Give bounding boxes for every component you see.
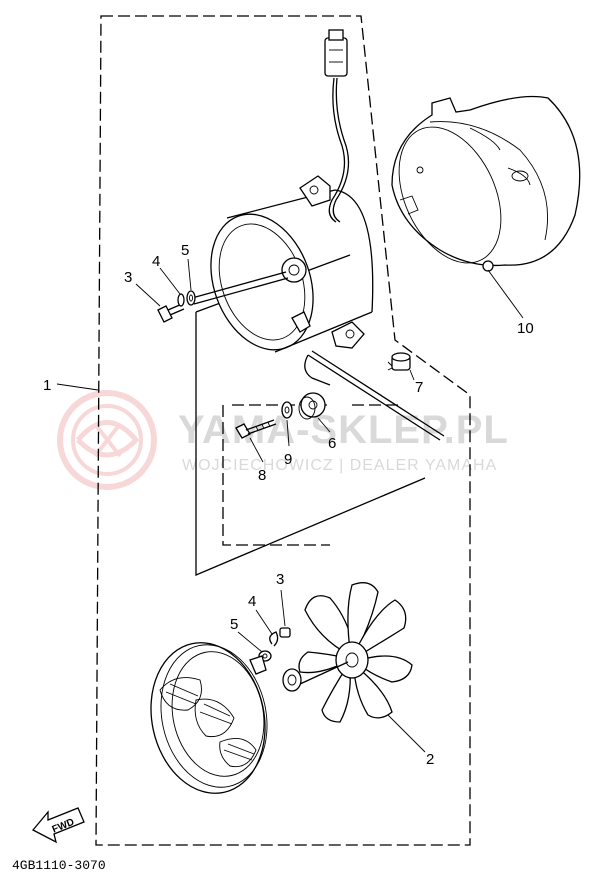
leader-5-lower xyxy=(237,631,263,653)
leader-4-lower xyxy=(255,609,273,635)
fwd-arrow-icon: FWD xyxy=(31,807,85,844)
callout-5-lower: 5 xyxy=(230,616,238,633)
stay-rod xyxy=(304,350,445,441)
leader-3-upper xyxy=(135,283,161,307)
leader-3-lower xyxy=(280,589,286,627)
part-5-washer-upper xyxy=(186,290,196,306)
part-3-screw-upper xyxy=(157,303,185,323)
leader-1 xyxy=(56,383,99,391)
callout-4-upper: 4 xyxy=(152,253,160,270)
part-3-screw-lower xyxy=(279,627,291,638)
leader-5-upper xyxy=(187,258,192,291)
callout-4-lower: 4 xyxy=(248,593,256,610)
callout-6: 6 xyxy=(328,435,336,452)
part-6-grommet xyxy=(298,392,326,420)
watermark-title: YAMA-SKLEP.PL xyxy=(178,408,509,452)
diagram-code: 4GB1110-3070 xyxy=(12,858,106,873)
callout-3-lower: 3 xyxy=(276,571,284,588)
wire-harness xyxy=(324,29,350,223)
callout-9: 9 xyxy=(284,451,292,468)
fan-nut xyxy=(282,668,302,692)
brand-logo xyxy=(57,390,157,490)
leader-9 xyxy=(286,419,290,447)
callout-10: 10 xyxy=(517,320,534,337)
callout-1: 1 xyxy=(43,377,51,394)
fan-grille xyxy=(150,642,268,794)
watermark: YAMA-SKLEP.PL WOJCIECHOWICZ | DEALER YAM… xyxy=(57,390,509,490)
leader-10 xyxy=(487,269,524,319)
part-8-bolt xyxy=(235,419,277,439)
callout-7: 7 xyxy=(415,379,423,396)
fan-motor xyxy=(191,175,374,353)
part-9-washer xyxy=(281,401,293,419)
leader-8 xyxy=(249,437,264,463)
callout-5-upper: 5 xyxy=(181,242,189,259)
fan-shroud xyxy=(391,95,581,272)
part-2-fan-blade xyxy=(298,582,413,723)
watermark-subtitle: WOJCIECHOWICZ | DEALER YAMAHA xyxy=(182,457,497,474)
leader-4-upper xyxy=(159,267,181,295)
callout-8: 8 xyxy=(258,467,266,484)
part-4-lockwasher-lower xyxy=(269,631,279,647)
part-7-nut xyxy=(387,352,415,381)
assembly-boundary-outer xyxy=(95,15,471,846)
callout-2: 2 xyxy=(426,751,434,768)
part-4-lockwasher-upper xyxy=(177,293,185,307)
leader-6 xyxy=(317,417,331,433)
leader-2 xyxy=(387,714,426,753)
callout-3-upper: 3 xyxy=(124,269,132,286)
